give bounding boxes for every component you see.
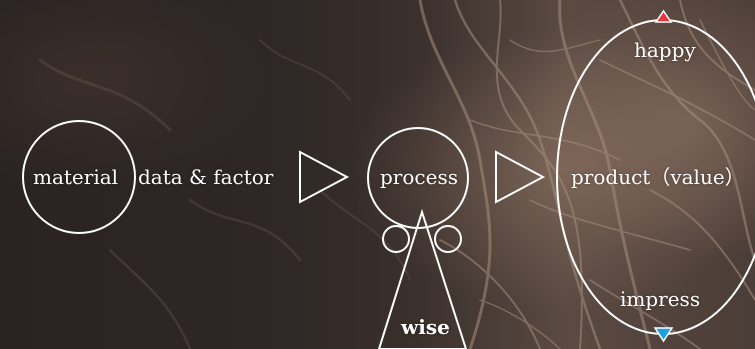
impress-label: impress [620,289,700,309]
product-value-label: product（value） [571,167,745,187]
right-small-circle [435,226,461,252]
wise-label: wise [401,317,450,337]
material-label: material [33,167,118,187]
happy-marker-icon [656,11,671,22]
flow-arrow-2 [496,152,543,202]
happy-label: happy [634,40,696,60]
flow-arrow-1 [300,152,347,202]
process-label: process [380,167,458,187]
data-factor-label: data & factor [138,167,273,187]
left-small-circle [383,226,409,252]
